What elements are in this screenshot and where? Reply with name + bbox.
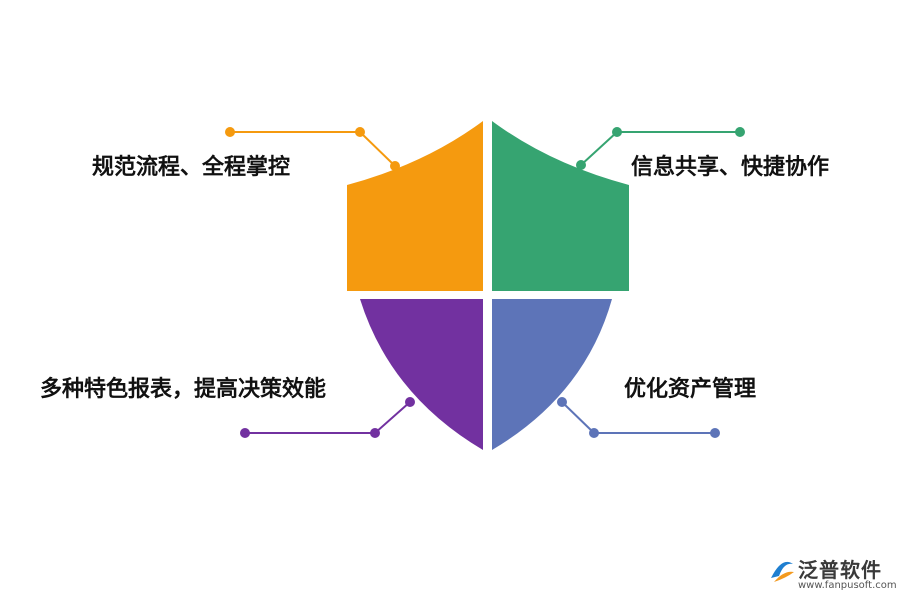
connector-top-left [225, 127, 400, 171]
label-bottom-left: 多种特色报表，提高决策效能 [40, 377, 327, 402]
connector-bottom-left [240, 397, 415, 438]
brand-name: 泛普软件 [798, 558, 882, 582]
connector-top-right [576, 127, 745, 170]
shield-bottom-left [360, 299, 483, 450]
shield-top-right [492, 121, 629, 291]
shield-bottom-right [492, 299, 612, 450]
label-bottom-right: 优化资产管理 [624, 377, 757, 402]
label-top-right: 信息共享、快捷协作 [631, 155, 830, 180]
connector-bottom-right [557, 397, 720, 438]
shield-top-left [347, 121, 483, 291]
brand-url: www.fanpusoft.com [798, 580, 897, 591]
brand-logo: 泛普软件 www.fanpusoft.com [768, 552, 898, 598]
brand-mark-icon [771, 561, 794, 582]
label-top-left: 规范流程、全程掌控 [92, 155, 291, 180]
